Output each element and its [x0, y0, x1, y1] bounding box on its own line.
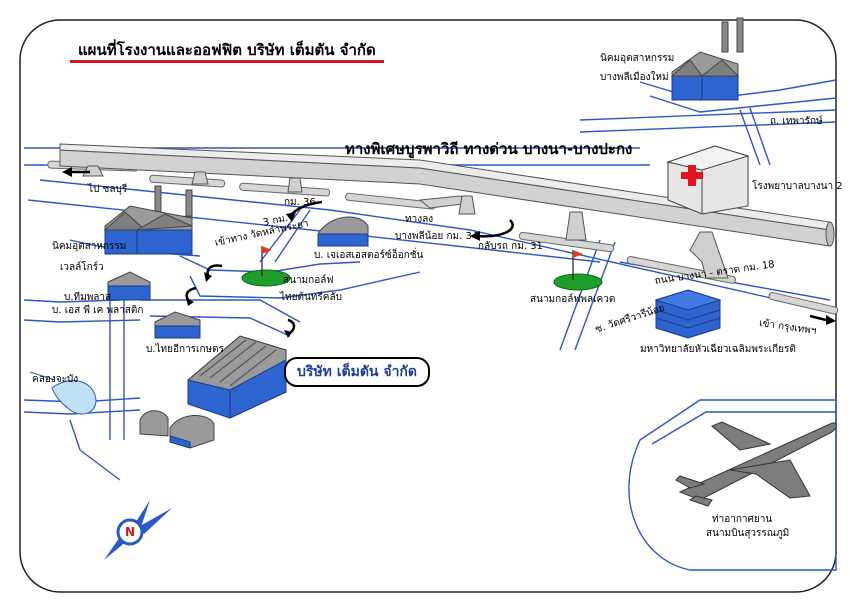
km36-label: กม. 36 — [284, 197, 316, 208]
welgrow-industrial-building — [103, 185, 193, 255]
team-plus-building — [107, 271, 151, 301]
bangplee-industrial-label-2: บางพลีเมืองใหม่ — [600, 72, 669, 83]
golf-course-pleasant — [553, 250, 603, 291]
to-chonburi-label: ไป ชลบุรี — [88, 184, 128, 195]
map-border — [19, 19, 837, 593]
airport-label-2: สนามบินสุวรรณภูมิ — [706, 528, 790, 539]
compass-icon — [104, 500, 172, 560]
expressway-label: ทางพิเศษบูรพาวิถี ทางด่วน บางนา-บางปะกง — [345, 140, 633, 158]
small-sheds — [139, 410, 215, 449]
title-underline — [70, 60, 384, 63]
airport-label: ท่าอากาศยาน — [712, 514, 773, 525]
bangna-hospital-building — [666, 145, 750, 215]
bangna-hospital-label: โรงพยาบาลบางนา 2 — [752, 181, 843, 192]
golf-thaiton-label: สนามกอล์ฟ — [283, 275, 334, 286]
exit-bangphli-noi-label: ทางลง — [405, 214, 434, 225]
bangplee-industrial-building — [670, 17, 744, 101]
company-label: บริษัท เต็มตัน จำกัด — [296, 364, 417, 380]
khlong-canal — [51, 380, 97, 415]
bangplee-industrial-label: นิคมอุตสาหกรรม — [600, 53, 675, 64]
airport-area — [628, 399, 837, 571]
team-plus-label: บ.ทีมพลาส — [64, 292, 112, 303]
airplane-icon — [675, 421, 837, 507]
jsa-storage-label: บ. เจเอสเอสตอร์ซ์อ็อกชั่น — [314, 250, 424, 261]
jsa-storage-building — [317, 216, 369, 247]
u-turn-km31-label: กลับรถ กม. 31 — [478, 241, 543, 252]
expressway-deck — [59, 143, 835, 247]
expressway-piers — [82, 165, 729, 279]
page-title: แผนที่โรงงานและออฟฟิต บริษัท เต็มตัน จำก… — [78, 41, 376, 59]
thepharak-road-label: ถ. เทพารักษ์ — [770, 116, 823, 127]
thai-agri-building — [154, 311, 201, 339]
golf-pleasant-label: สนามกอล์ฟพลเควด — [530, 294, 616, 305]
welgrow-industrial-label: นิคมอุตสาหกรรม — [52, 241, 127, 252]
exit-bangphli-noi-label-2: บางพลีน้อย กม. 34 — [395, 231, 479, 242]
khlong-chabang-label: คลองจะบัง — [32, 374, 79, 385]
sp-plastic-label: บ. เอส พี เค พลาสติก — [52, 305, 144, 316]
compass-north-label: N — [125, 525, 136, 539]
company-callout: บริษัท เต็มตัน จำกัด — [284, 357, 430, 387]
thai-agri-label: บ.ไทยอีการเกษตร — [146, 344, 224, 355]
hcu-label: มหาวิทยาลัยหัวเฉียวเฉลิมพระเกียรติ — [640, 344, 796, 355]
golf-course-thaiton — [241, 246, 291, 287]
welgrow-industrial-label-2: เวลล์โกร์ว — [60, 262, 104, 273]
hcu-university-building — [654, 289, 722, 339]
company-factory-building — [187, 335, 287, 419]
golf-thaiton-label-2: ไทยต้นทรีคลับ — [280, 292, 342, 303]
